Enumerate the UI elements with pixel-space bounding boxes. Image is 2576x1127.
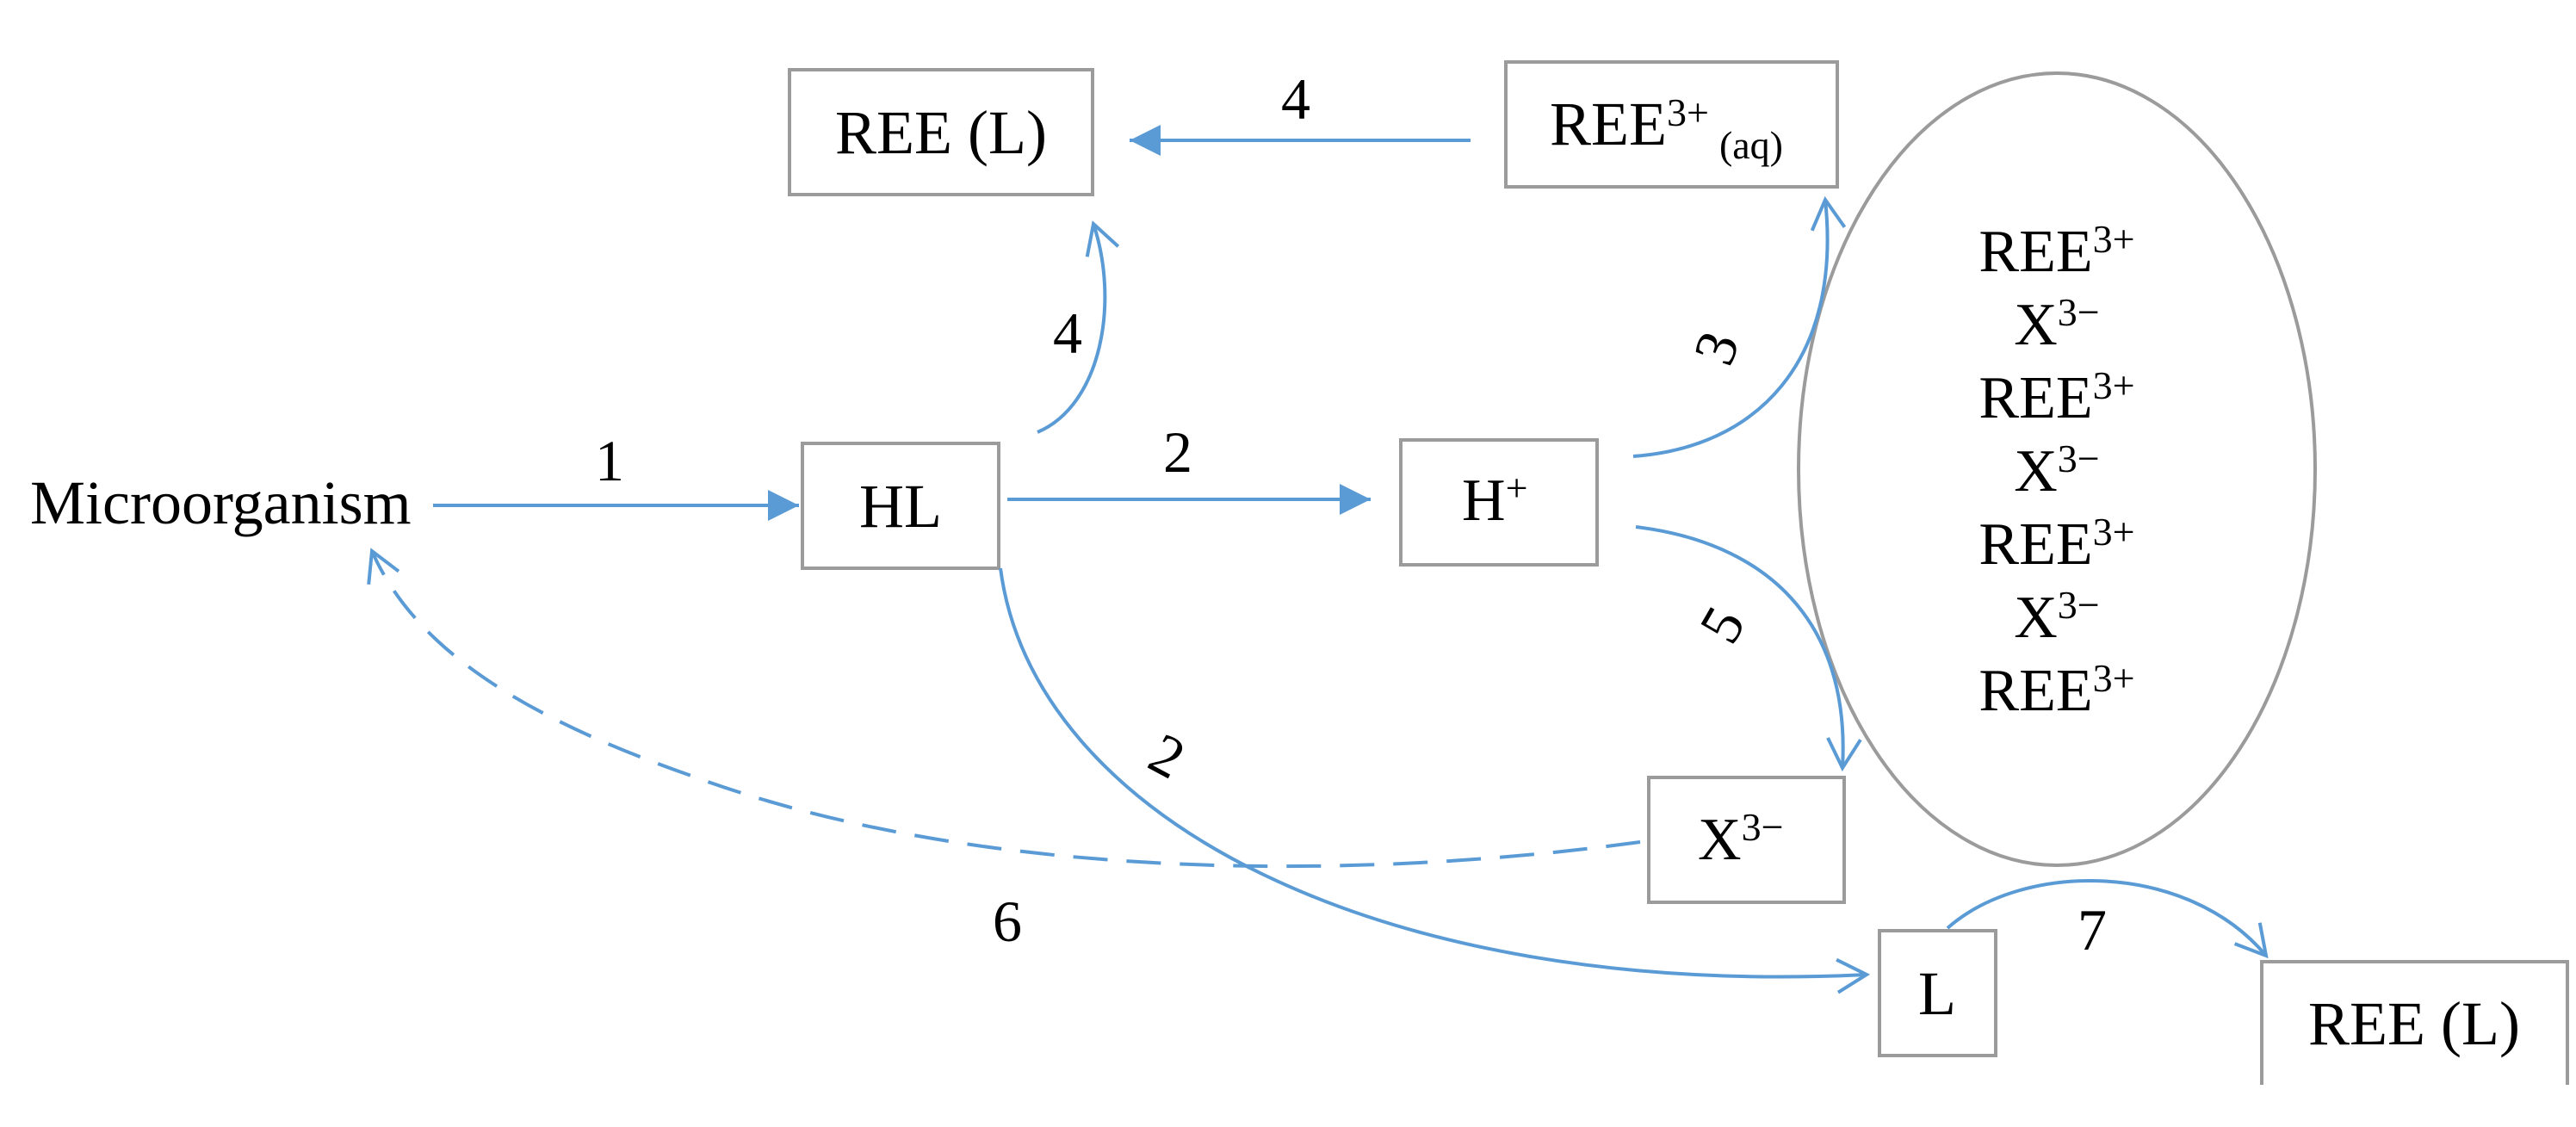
ree-l-bottom-label: REE (L) <box>2308 989 2520 1058</box>
h-plus-label: H+ <box>1462 466 1528 534</box>
mineral-lattice-ellipse <box>1797 71 2317 867</box>
step-label-6: 6 <box>993 889 1022 954</box>
hl-label: HL <box>859 472 942 541</box>
step-label-4-curve: 4 <box>1053 300 1082 366</box>
hl-box <box>801 442 1000 570</box>
mineral-lattice-text: REE3+ X3− REE3+ X3− REE3+ X3− REE3+ <box>1978 217 2134 724</box>
step-label-2-curve: 2 <box>1139 720 1196 791</box>
lattice-row: X3− <box>2014 290 2100 358</box>
ree-l-top-box <box>788 68 1094 196</box>
lattice-row: REE3+ <box>1978 656 2134 724</box>
arrow-step-3 <box>1632 195 1847 458</box>
step-label-3: 3 <box>1681 323 1752 373</box>
ree-l-bottom-box <box>2260 960 2569 1085</box>
h-plus-box <box>1399 438 1599 567</box>
step-label-7: 7 <box>2078 897 2107 963</box>
ree-l-top-label: REE (L) <box>835 98 1047 167</box>
lattice-row: REE3+ <box>1978 217 2134 285</box>
step-label-1: 1 <box>595 428 624 493</box>
l-label: L <box>1918 959 1956 1028</box>
lattice-row: REE3+ <box>1978 510 2134 578</box>
step-label-2-top: 2 <box>1163 419 1192 485</box>
arrow-step-4-curve <box>1037 220 1120 434</box>
arrow-step-7 <box>1946 878 2269 959</box>
microorganism-label: Microorganism <box>30 468 412 537</box>
arrow-step-5 <box>1635 525 1862 772</box>
ree-aq-label: REE3+(aq) <box>1550 90 1783 167</box>
lattice-row: X3− <box>2014 583 2100 651</box>
x3-minus-label: X3− <box>1698 805 1784 873</box>
step-label-4-top: 4 <box>1281 66 1310 132</box>
arrow-step-6-dashed <box>367 548 1641 869</box>
lattice-row: X3− <box>2014 437 2100 505</box>
x3-minus-box <box>1647 776 1846 904</box>
step-label-5: 5 <box>1687 596 1758 653</box>
l-box <box>1878 929 1997 1057</box>
arrow-step-2-curve <box>999 567 1871 994</box>
ree-aq-box <box>1504 60 1839 189</box>
lattice-row: REE3+ <box>1978 363 2134 431</box>
